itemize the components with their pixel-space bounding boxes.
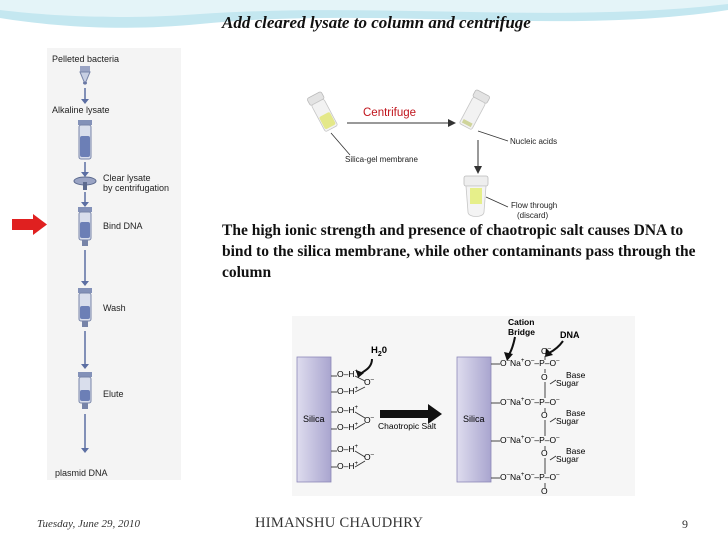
cation-bridge-row: O–Na+O––P–O– — [500, 358, 560, 368]
sugar-label: Sugar — [556, 454, 579, 464]
backbone-oxygen: O — [541, 410, 548, 420]
backbone-oxygen: O — [541, 372, 548, 382]
water-oxygen: O– — [364, 415, 374, 425]
header-wave — [0, 0, 728, 28]
silica-left-label: Silica — [303, 414, 325, 424]
oh-group: O–H+ — [337, 405, 359, 415]
bind-dna-column — [78, 207, 92, 246]
h2o-label: H20 — [371, 345, 387, 358]
step-plasmid-dna: plasmid DNA — [55, 468, 108, 478]
discard-label: (discard) — [517, 211, 549, 220]
nucleic-acids-label: Nucleic acids — [510, 137, 558, 146]
footer-author: HIMANSHU CHAUDHRY — [255, 515, 424, 531]
backbone-oxygen: O — [541, 448, 548, 458]
silica-bar-left — [296, 356, 332, 483]
h2o-h: H — [371, 345, 378, 356]
flow-through-label: Flow through — [511, 201, 558, 210]
pelleted-bacteria-tube — [79, 66, 91, 86]
centrifuge-label: Centrifuge — [363, 107, 417, 119]
footer-date: Tuesday, June 29, 2010 — [37, 518, 140, 530]
dna-label: DNA — [560, 330, 580, 340]
step-pelleted-bacteria: Pelleted bacteria — [52, 54, 120, 64]
oh-group: O–H+ — [337, 422, 359, 432]
workflow-panel — [47, 48, 181, 480]
wash-column — [78, 288, 92, 327]
sugar-label: Sugar — [556, 378, 579, 388]
base-label: Base — [566, 408, 586, 418]
bridge-label: Bridge — [508, 327, 535, 337]
base-label: Base — [566, 446, 586, 456]
cation-bridge-row: O–Na+O––P–O– — [500, 472, 560, 482]
column-tube-left — [307, 91, 338, 132]
cation-bridge-row: O–Na+O––P–O– — [500, 397, 560, 407]
cation-label: Cation — [508, 317, 535, 327]
step-clear-lysate: Clear lysate — [103, 173, 151, 183]
oh-group: O–H+ — [337, 386, 359, 396]
caption-text: The high ionic strength and presence of … — [222, 222, 696, 281]
oh-group: O–H+ — [337, 444, 359, 454]
silica-bar-right — [456, 356, 492, 483]
step-alkaline-lysate: Alkaline lysate — [52, 105, 110, 115]
collection-tube — [463, 175, 489, 217]
oh-group: O–H+ — [337, 461, 359, 471]
backbone-oxygen: O– — [541, 346, 551, 356]
chaotropic-salt-label: Chaotropic Salt — [378, 421, 437, 431]
silica-right-label: Silica — [463, 414, 485, 424]
backbone-oxygen: O — [541, 486, 548, 496]
water-oxygen: O– — [364, 377, 374, 387]
chaotropic-arrow — [380, 404, 442, 424]
step-wash: Wash — [103, 303, 126, 313]
base-label: Base — [566, 370, 586, 380]
elute-column — [78, 372, 92, 409]
step-elute: Elute — [103, 389, 124, 399]
silica-gel-membrane-label: Silica-gel membrane — [345, 155, 418, 164]
step-bind-dna: Bind DNA — [103, 221, 143, 231]
sugar-label: Sugar — [556, 416, 579, 426]
h2o-o: 0 — [381, 345, 388, 356]
h2o-sub: 2 — [377, 350, 382, 358]
cation-bridge-row: O–Na+O––P–O– — [500, 435, 560, 445]
oh-group: O–H+ — [337, 369, 359, 379]
alkaline-lysate-tube — [78, 120, 92, 160]
slide-title: Add cleared lysate to column and centrif… — [222, 13, 531, 32]
step-clear-lysate-2: by centrifugation — [103, 183, 170, 193]
column-tube-right — [459, 89, 490, 130]
water-oxygen: O– — [364, 452, 374, 462]
centrifuge-rotor-icon — [73, 176, 97, 190]
page-number: 9 — [682, 517, 688, 531]
current-step-arrow — [12, 214, 47, 235]
